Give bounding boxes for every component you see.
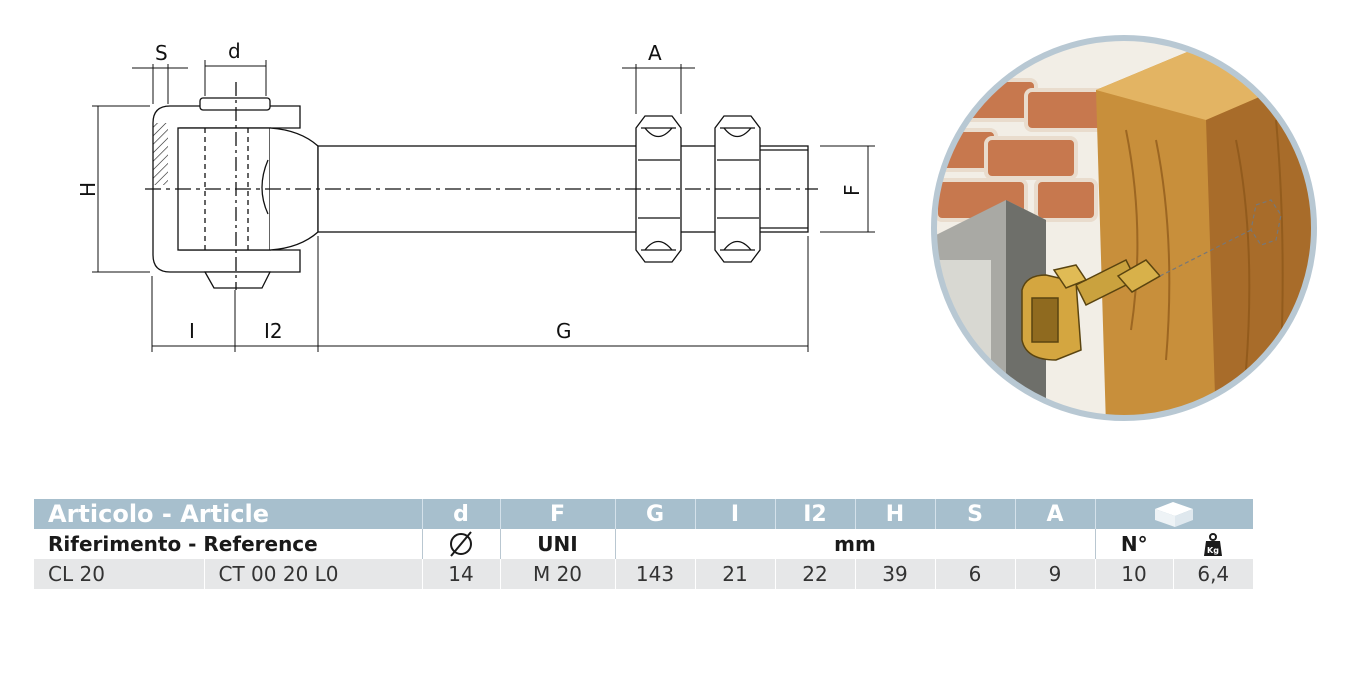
diameter-icon: [450, 531, 472, 557]
header-col-a: A: [1014, 499, 1095, 529]
header-col-i: I: [694, 499, 775, 529]
weight-kg-icon: Kg: [1204, 532, 1222, 556]
cell-qty: 10: [1094, 559, 1173, 589]
dim-label-d: d: [228, 39, 241, 63]
cell-code1: CL 20: [34, 559, 204, 589]
reference-d-unit: [421, 529, 500, 559]
header-col-g: G: [614, 499, 695, 529]
dim-label-f: F: [840, 184, 864, 196]
spec-table: Articolo - Article d F G I I2 H S A Rife…: [34, 499, 1253, 589]
box-icon: [1155, 502, 1194, 527]
cell-f: M 20: [499, 559, 615, 589]
dim-label-a: A: [648, 41, 662, 65]
cell-d: 14: [421, 559, 500, 589]
header-col-d: d: [421, 499, 500, 529]
cell-g: 143: [614, 559, 695, 589]
technical-drawing: S d A H F I I2 G: [76, 39, 875, 352]
header-col-s: S: [934, 499, 1015, 529]
cell-weight: 6,4: [1172, 559, 1253, 589]
cell-h: 39: [854, 559, 935, 589]
header-col-i2: I2: [774, 499, 855, 529]
header-col-h: H: [854, 499, 935, 529]
dim-label-g: G: [556, 319, 572, 343]
table-reference-row: Riferimento - Reference UNI mm N° Kg: [34, 529, 1253, 559]
reference-f-unit: UNI: [499, 529, 615, 559]
gate-hinge-illustration: [931, 35, 1317, 421]
table-header-row: Articolo - Article d F G I I2 H S A: [34, 499, 1253, 529]
weight-icon-text: Kg: [1207, 546, 1219, 555]
header-article: Articolo - Article: [34, 499, 422, 529]
dim-label-h: H: [76, 182, 100, 197]
header-box: [1094, 499, 1253, 529]
reference-label: Riferimento - Reference: [34, 529, 422, 559]
cell-a: 9: [1014, 559, 1095, 589]
dim-label-s: S: [155, 41, 168, 65]
dim-label-i2: I2: [264, 319, 283, 343]
reference-qty-unit: N°: [1094, 529, 1173, 559]
table-row: CL 20 CT 00 20 L0 14 M 20 143 21 22 39 6…: [34, 559, 1253, 589]
cell-code2: CT 00 20 L0: [203, 559, 422, 589]
cell-s: 6: [934, 559, 1015, 589]
cell-i2: 22: [774, 559, 855, 589]
reference-weight-unit: Kg: [1173, 529, 1253, 559]
cell-i: 21: [694, 559, 775, 589]
header-col-f: F: [499, 499, 615, 529]
reference-mm-unit: mm: [614, 529, 1095, 559]
dim-label-i: I: [189, 319, 195, 343]
